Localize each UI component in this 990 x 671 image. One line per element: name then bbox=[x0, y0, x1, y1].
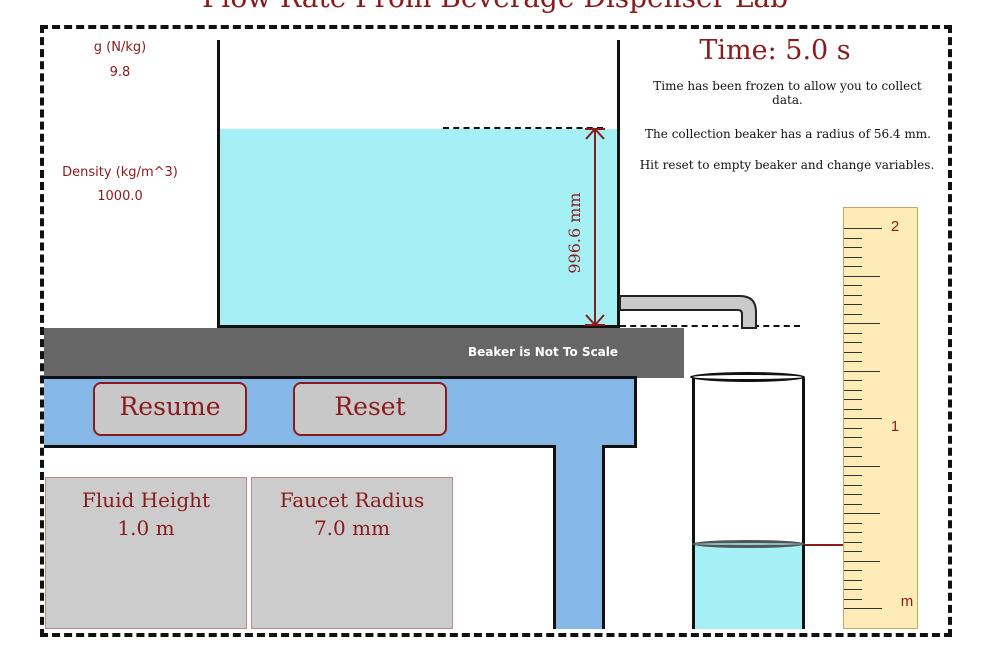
ruler-label-2: 2 bbox=[890, 218, 900, 235]
ruler-tick bbox=[844, 380, 862, 381]
ruler-tick bbox=[844, 275, 880, 277]
table-leg bbox=[553, 445, 605, 629]
ruler-tick bbox=[844, 551, 862, 552]
faucet-radius-value: 7.0 mm bbox=[313, 516, 391, 540]
fluid-level-dashed-line bbox=[443, 127, 603, 129]
reset-button[interactable]: Reset bbox=[293, 382, 447, 436]
frozen-message: Time has been frozen to allow you to col… bbox=[653, 79, 922, 107]
timer-label: Time: bbox=[699, 35, 777, 66]
reset-message: Hit reset to empty beaker and change var… bbox=[639, 158, 935, 172]
tank-fluid bbox=[220, 129, 617, 326]
collection-beaker bbox=[692, 378, 805, 629]
density-label: Density (kg/m^3) bbox=[62, 165, 178, 180]
ruler-tick bbox=[844, 465, 880, 467]
ruler-tick bbox=[844, 304, 862, 305]
beaker-level-indicator bbox=[805, 544, 845, 546]
ruler-tick bbox=[844, 389, 862, 391]
ruler-label-1: 1 bbox=[890, 418, 900, 435]
faucet-radius-label: Faucet Radius bbox=[279, 488, 425, 512]
ruler-tick bbox=[844, 323, 880, 324]
timer-display: Time: 5.0 s bbox=[660, 35, 890, 66]
ruler-tick bbox=[844, 608, 882, 609]
simulation-frame bbox=[40, 25, 952, 637]
scale-note: Beaker is Not To Scale bbox=[468, 345, 619, 359]
ruler-tick bbox=[844, 418, 882, 419]
ruler-tick bbox=[844, 427, 862, 429]
gravity-value: 9.8 bbox=[109, 65, 131, 80]
ruler-tick bbox=[844, 313, 862, 315]
height-measure-arrow bbox=[585, 127, 605, 327]
density-value: 1000.0 bbox=[97, 189, 143, 204]
ruler-tick bbox=[844, 294, 862, 296]
beaker-fluid bbox=[695, 544, 802, 629]
ruler-tick bbox=[844, 589, 862, 590]
ruler-tick bbox=[844, 228, 882, 229]
ruler-tick bbox=[844, 399, 862, 400]
ruler-tick bbox=[844, 342, 862, 343]
ruler-unit: m bbox=[900, 593, 914, 610]
ruler-tick bbox=[844, 361, 862, 362]
ruler-tick bbox=[844, 237, 862, 239]
fluid-height-panel[interactable]: Fluid Height 1.0 m bbox=[45, 477, 247, 629]
ruler-tick bbox=[844, 437, 862, 438]
ruler-tick bbox=[844, 513, 880, 514]
ruler-tick bbox=[844, 522, 862, 524]
resume-button[interactable]: Resume bbox=[93, 382, 247, 436]
tank-right-wall bbox=[617, 40, 620, 330]
faucet-icon bbox=[619, 295, 757, 329]
timer-value: 5.0 s bbox=[785, 35, 851, 66]
height-measure-label: 996.6 mm bbox=[565, 192, 584, 274]
ruler-tick bbox=[844, 475, 862, 476]
beaker-fluid-surface bbox=[692, 540, 805, 548]
tank-left-wall bbox=[217, 40, 220, 330]
page-title: Flow Rate From Beverage Dispenser Lab bbox=[0, 0, 990, 14]
fluid-height-label: Fluid Height bbox=[81, 488, 211, 512]
ruler-tick bbox=[844, 408, 862, 410]
ruler-tick bbox=[844, 285, 862, 286]
ruler-tick bbox=[844, 247, 862, 248]
ruler-tick bbox=[844, 598, 862, 600]
ruler-tick bbox=[844, 351, 862, 353]
faucet-level-dashed-line bbox=[620, 325, 800, 327]
ruler-tick bbox=[844, 484, 862, 486]
beaker-rim bbox=[690, 372, 805, 382]
ruler-tick bbox=[844, 532, 862, 533]
fluid-height-value: 1.0 m bbox=[117, 516, 175, 540]
tank-bottom bbox=[217, 325, 620, 329]
beaker-message: The collection beaker has a radius of 56… bbox=[645, 127, 931, 141]
ruler-tick bbox=[844, 456, 862, 457]
ruler-tick bbox=[844, 503, 862, 505]
ruler-tick bbox=[844, 446, 862, 448]
ruler-tick bbox=[844, 579, 862, 581]
ruler-tick bbox=[844, 332, 862, 334]
ruler-tick bbox=[844, 266, 862, 267]
measuring-ruler[interactable] bbox=[843, 207, 918, 629]
ruler-tick bbox=[844, 560, 880, 562]
ruler-tick bbox=[844, 541, 862, 543]
ruler-tick bbox=[844, 494, 862, 495]
ruler-tick bbox=[844, 570, 862, 571]
ruler-tick bbox=[844, 370, 880, 372]
ruler-tick bbox=[844, 256, 862, 258]
gravity-label: g (N/kg) bbox=[93, 40, 147, 55]
dispenser-shelf bbox=[44, 328, 684, 378]
faucet-radius-panel[interactable]: Faucet Radius 7.0 mm bbox=[251, 477, 453, 629]
